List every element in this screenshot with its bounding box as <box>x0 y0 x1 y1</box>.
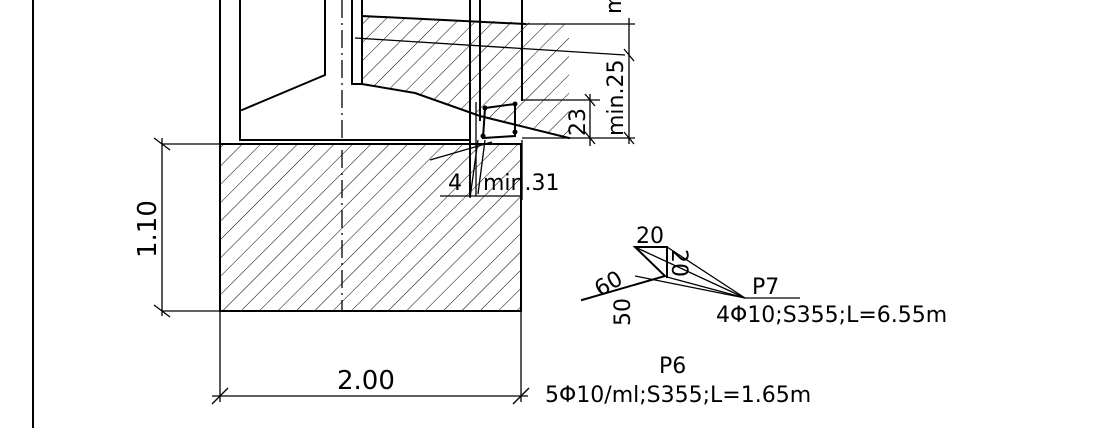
wall-hatch <box>360 14 571 140</box>
dim-23-label: 23 <box>566 108 591 136</box>
p7-seg-top-label: 20 <box>636 224 664 249</box>
p7-spec: 4Φ10;S355;L=6.55m <box>716 303 947 328</box>
dim-width-2-00 <box>211 311 530 405</box>
p6-spec: 5Φ10/ml;S355;L=1.65m <box>545 383 811 408</box>
dim-bottom-min31 <box>440 140 523 200</box>
dim-4-label: 4 <box>448 171 462 196</box>
column-outline <box>219 0 626 197</box>
width-2-00-label: 2.00 <box>337 366 395 396</box>
min-25-label: min.25 <box>604 60 629 136</box>
top-m-label: m <box>602 0 627 14</box>
corner-rebar <box>429 101 518 199</box>
p7-seg-diag-label: 20 <box>666 249 691 277</box>
dim-height-1-10 <box>153 137 220 318</box>
height-1-10-label: 1.10 <box>133 200 163 258</box>
min-31-label: min.31 <box>483 171 559 196</box>
p7-seg-vert-label: 50 <box>611 298 636 326</box>
p6-mark: P6 <box>659 354 686 379</box>
p7-mark: P7 <box>752 275 779 300</box>
dim-right-vertical <box>522 18 635 146</box>
bar-p7-shape <box>580 246 800 302</box>
